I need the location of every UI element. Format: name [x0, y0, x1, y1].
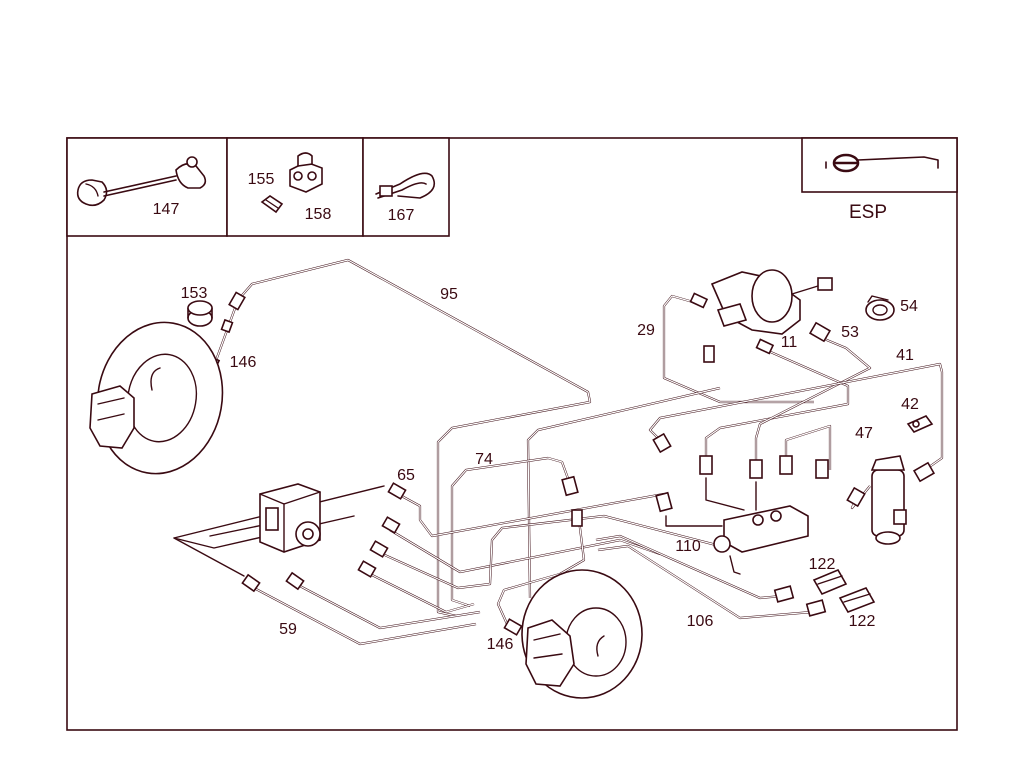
- label-153: 153: [181, 285, 208, 302]
- label-106: 106: [687, 613, 714, 630]
- label-11: 11: [781, 334, 798, 351]
- front-left-brake-disc: [89, 321, 224, 475]
- label-122-lower: 122: [849, 613, 876, 630]
- clamp-54-icon: [865, 295, 895, 321]
- master-cylinder-11: [710, 269, 833, 335]
- pipe-fittings: [125, 291, 936, 636]
- union-122-upper-icon: [812, 568, 848, 596]
- diagram-frame: [66, 137, 958, 731]
- label-147: 147: [153, 201, 180, 218]
- esp-badge: ESP: [825, 153, 939, 223]
- bushing-153-icon: [187, 300, 213, 327]
- label-65: 65: [397, 467, 415, 484]
- clip-42-icon: [906, 415, 934, 433]
- label-41: 41: [896, 347, 914, 364]
- label-95: 95: [440, 286, 458, 303]
- esp-label: ESP: [849, 202, 887, 223]
- abs-hydraulic-unit: [259, 483, 321, 553]
- union-122-lower-icon: [838, 587, 876, 613]
- label-54: 54: [900, 298, 918, 315]
- label-59: 59: [279, 621, 297, 638]
- pressure-sensor-unit: [870, 455, 907, 545]
- label-167: 167: [388, 207, 415, 224]
- label-146-left: 146: [230, 354, 257, 371]
- label-122-upper: 122: [809, 556, 836, 573]
- front-right-brake-disc: [521, 569, 643, 699]
- label-158: 158: [305, 206, 332, 223]
- label-42: 42: [901, 396, 919, 413]
- cable-tie-167-icon: [375, 172, 436, 199]
- clip-rod-147-icon: [76, 156, 207, 207]
- holder-158-icon: [289, 152, 323, 193]
- label-47: 47: [855, 425, 873, 442]
- label-74: 74: [475, 451, 493, 468]
- label-146-right: 146: [487, 636, 514, 653]
- label-155: 155: [248, 171, 275, 188]
- label-110: 110: [675, 538, 701, 555]
- clip-155-icon: [260, 195, 284, 214]
- label-29: 29: [637, 322, 655, 339]
- part-labels: 147 155 158 167 153 95 146 29 11 53 54 4…: [153, 171, 919, 653]
- label-53: 53: [841, 324, 859, 341]
- inset-boxes: [66, 137, 958, 237]
- distribution-block-110: [713, 505, 809, 575]
